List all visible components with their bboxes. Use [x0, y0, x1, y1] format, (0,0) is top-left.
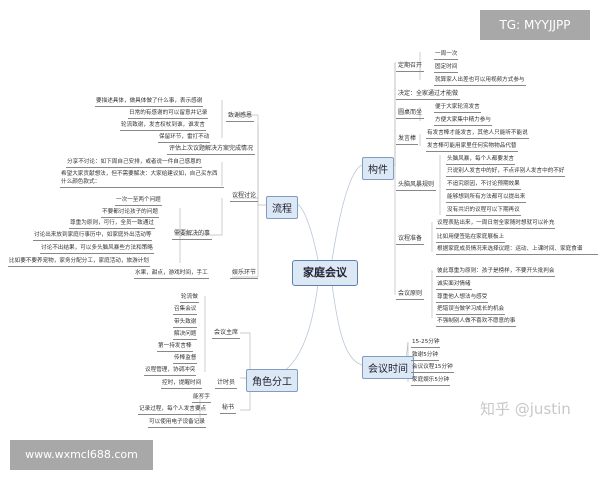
subnode-agenda-prep[interactable]: 议程准备	[396, 235, 425, 245]
main-node-process[interactable]: 流程	[266, 196, 298, 219]
leaf-time-3: 家庭娱乐5分钟	[411, 376, 451, 386]
subnode-issues[interactable]: 需要解决的事	[172, 230, 213, 240]
subnode-chair[interactable]: 会议主席	[212, 329, 241, 339]
banner-top-right: TG: MYYJJPP	[480, 10, 590, 40]
leaf-principles-3: 把错误当做学习成长的机会	[436, 305, 506, 315]
leaf-thanks-2: 轮流致谢，发言权杖到谁，谁发言	[120, 121, 206, 131]
leaf-brainstorm-2: 不追究原因，不讨论预期效果	[446, 180, 521, 190]
subnode-brainstorm-rules[interactable]: 头脑风暴规则	[396, 181, 437, 191]
subnode-thanks[interactable]: 致谢感恩	[226, 112, 255, 122]
leaf-brainstorm-3: 能够想到所有方法都可以提出来	[446, 193, 527, 203]
leaf-thanks-3: 保留环节，雷打不动	[158, 133, 211, 143]
leaf-chair-3: 解决问题	[173, 330, 198, 340]
subnode-secretary[interactable]: 秘书	[220, 404, 237, 414]
leaf-principles-1: 诚实面对情绪	[436, 280, 472, 290]
leaf-issues-2: 尊重为原则，可行，全员一致通过	[69, 219, 155, 229]
leaf-issues-4: 讨论不出结果，可以多头脑风暴些方法和策略	[40, 244, 154, 254]
leaf-time-2: 会议议程15分钟	[411, 363, 454, 373]
leaf-thanks-1: 日常的有感谢的可以留意并记录	[128, 109, 209, 119]
subnode-regular[interactable]: 定期召开	[396, 62, 425, 72]
leaf-principles-0: 彼此尊重为原则：孩子是榜样，不要开头批判会	[436, 267, 556, 277]
leaf-chair-2: 带头致谢	[173, 318, 198, 328]
banner-bottom-left: www.wxmcl688.com	[10, 440, 153, 470]
leaf-entertainment-0: 水果，甜点，游戏时间，手工	[134, 269, 209, 279]
center-node[interactable]: 家庭会议	[292, 260, 358, 286]
leaf-principles-2: 尊重他人想法与感受	[436, 293, 489, 303]
leaf-talking-stick-1: 发言棒可能用家里任何实物物品代替	[426, 142, 518, 152]
leaf-issues-0: 一次一至两个问题	[115, 196, 162, 206]
watermark-text: 知乎 @justin	[480, 400, 571, 418]
leaf-issues-3: 讨论出来放到家庭行事历中，如家庭外出活动等	[33, 231, 153, 241]
leaf-brainstorm-0: 头脑风暴，每个人都要发言	[446, 155, 516, 165]
leaf-agenda-prep-2: 根据家庭成员情况来选择议题：运动、上课时间、家庭食谱	[436, 245, 598, 255]
leaf-principles-4: 不强制别人做不喜欢不愿意的事	[436, 317, 517, 327]
subnode-talking-stick[interactable]: 发言棒	[396, 135, 419, 145]
leaf-agenda-1: 希望大家贡献想法，但不需要解决：大家给建议如，自己买东西什么颜色款式：	[60, 170, 224, 188]
main-node-roles[interactable]: 角色分工	[246, 369, 298, 392]
leaf-regular-0: 一周一次	[434, 50, 459, 60]
leaf-agenda-prep-1: 比如用便签贴在家庭展板上	[436, 233, 506, 243]
leaf-secretary-2: 可以使用电子设备记录	[148, 418, 206, 428]
leaf-regular-1: 固定时间	[434, 63, 459, 73]
leaf-timekeeper-0: 控时，提醒时间	[161, 379, 203, 389]
leaf-time-0: 15-25分钟	[411, 338, 441, 348]
main-node-meeting-time[interactable]: 会议时间	[362, 356, 414, 379]
leaf-issues-1: 不要都讨论孩子的问题	[101, 208, 159, 218]
subnode-decision[interactable]: 决定：全家通过才能做	[396, 90, 461, 100]
leaf-brainstorm-4: 没有共识的议程可以下期再议	[446, 206, 521, 216]
leaf-round-table-1: 方便大家集中精力参与	[434, 116, 492, 126]
leaf-chair-0: 轮流做	[180, 293, 199, 303]
subnode-round-table[interactable]: 圆桌而坐	[396, 109, 425, 119]
leaf-secretary-1: 记录过程，每个人发言要点	[138, 405, 208, 415]
leaf-chair-4: 第一持发言棒	[157, 342, 193, 352]
leaf-brainstorm-1: 只说别人发言中的好，不点评别人发言中的不好	[446, 167, 566, 177]
leaf-chair-5: 传棒监督	[173, 354, 198, 364]
leaf-time-1: 致谢5分钟	[411, 351, 439, 361]
leaf-agenda-prep-0: 议程表贴出来，一周日常全家随时想就可以补充	[436, 219, 556, 229]
subnode-entertainment[interactable]: 娱乐环节	[230, 269, 259, 279]
main-node-components[interactable]: 构件	[362, 157, 394, 180]
leaf-talking-stick-0: 有发言棒才能发言，其他人只能听不能说	[426, 129, 529, 139]
subnode-review-last[interactable]: 评估上次议题解决方案完成情况	[167, 145, 256, 155]
subnode-timekeeper[interactable]: 计时员	[215, 379, 238, 389]
subnode-meeting-principles[interactable]: 会议原则	[396, 290, 425, 300]
subnode-agenda-discussion[interactable]: 议程讨论	[230, 192, 259, 202]
leaf-chair-6: 议程管理，协调冲突	[144, 366, 197, 376]
leaf-agenda-0: 分享不讨论：如下周自己安排，或者说一件自己感恩的	[66, 158, 203, 168]
leaf-round-table-0: 便于大家轮流发言	[434, 103, 481, 113]
leaf-regular-2: 就算家人出差也可以用视频方式参与	[434, 76, 526, 86]
leaf-issues-5: 比如要不要养宠物，家务分配分工，家庭活动，旅游计划	[8, 257, 150, 267]
leaf-secretary-0: 能写字	[192, 393, 211, 403]
leaf-thanks-0: 要描述具体，做具体做了什么事，表示感谢	[95, 97, 204, 107]
leaf-chair-1: 召集会议	[173, 305, 198, 315]
